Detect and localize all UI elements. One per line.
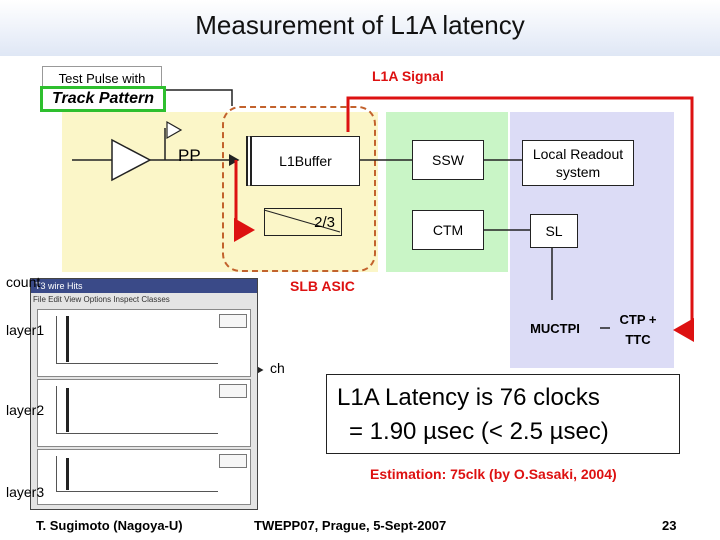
slide-title: Measurement of L1A latency bbox=[195, 10, 525, 40]
l1a-signal-label: L1A Signal bbox=[372, 68, 444, 84]
track-pattern-box: Track Pattern bbox=[40, 86, 166, 112]
layer3-y-axis bbox=[56, 456, 57, 492]
layer1-peak bbox=[66, 316, 69, 362]
local-readout-label: Local Readout system bbox=[532, 146, 624, 180]
layer2-stats-box bbox=[219, 384, 247, 398]
count-label: count bbox=[6, 274, 41, 290]
layer3-stats-box bbox=[219, 454, 247, 468]
test-pulse-label: Test Pulse with bbox=[58, 70, 146, 86]
sl-box: SL bbox=[530, 214, 578, 248]
layer3-label: layer3 bbox=[6, 484, 45, 500]
layer2-panel bbox=[37, 379, 251, 447]
two-thirds-box: 2/3 bbox=[264, 208, 342, 236]
layer3-peak bbox=[66, 458, 69, 490]
ch-label: ch bbox=[270, 360, 285, 376]
latency-result-line1: L1A Latency is 76 clocks bbox=[337, 384, 600, 411]
layer2-y-axis bbox=[56, 386, 57, 434]
layer3-x-axis bbox=[56, 491, 218, 492]
test-pulse-line bbox=[162, 89, 233, 106]
layer1-y-axis bbox=[56, 316, 57, 364]
footer-conference: TWEPP07, Prague, 5-Sept-2007 bbox=[254, 518, 447, 533]
l1a-signal-path bbox=[346, 96, 694, 342]
layer2-label: layer2 bbox=[6, 402, 45, 418]
layer1-label: layer1 bbox=[6, 322, 45, 338]
pp-label: PP bbox=[178, 146, 201, 165]
title-bar bbox=[0, 0, 720, 56]
footer-author: T. Sugimoto (Nagoya-U) bbox=[36, 518, 183, 533]
layer1-x-axis bbox=[56, 363, 218, 364]
histogram-menu: File Edit View Options Inspect Classes bbox=[33, 295, 170, 304]
histogram-window-title: T3 wire Hits bbox=[35, 281, 83, 291]
ssw-box: SSW bbox=[412, 140, 484, 180]
pp-small-triangle bbox=[166, 120, 183, 140]
l1buffer-box: L1Buffer bbox=[246, 136, 360, 186]
l1a-branch-path bbox=[234, 160, 255, 242]
muctpi-label: MUCTPI bbox=[530, 320, 580, 336]
two-thirds-label: 2/3 bbox=[314, 213, 335, 231]
muctpi-box: MUCTPI bbox=[510, 300, 600, 356]
latency-result-box: L1A Latency is 76 clocks = 1.90 µsec (< … bbox=[326, 374, 680, 454]
slb-asic-label: SLB ASIC bbox=[290, 278, 355, 294]
track-pattern-label: Track Pattern bbox=[52, 90, 154, 107]
estimation-note: Estimation: 75clk (by O.Sasaki, 2004) bbox=[370, 466, 617, 482]
layer2-x-axis bbox=[56, 433, 218, 434]
ctp-ttc-box: CTP + TTC bbox=[610, 298, 666, 362]
histogram-window: T3 wire Hits File Edit View Options Insp… bbox=[30, 278, 258, 510]
slb-asic-boundary bbox=[222, 106, 376, 272]
ctm-label: CTM bbox=[432, 222, 464, 238]
amp-triangle bbox=[111, 138, 152, 182]
layer1-panel bbox=[37, 309, 251, 377]
ctm-box: CTM bbox=[412, 210, 484, 250]
two-thirds-diagonal bbox=[263, 209, 341, 233]
histogram-titlebar: T3 wire Hits bbox=[31, 279, 257, 293]
page-number: 23 bbox=[662, 518, 677, 533]
l1buffer-label: L1Buffer bbox=[279, 153, 332, 169]
local-readout-box: Local Readout system bbox=[522, 140, 634, 186]
ctp-ttc-label: CTP + TTC bbox=[619, 312, 657, 347]
ssw-label: SSW bbox=[432, 152, 464, 168]
histogram-menubar: File Edit View Options Inspect Classes bbox=[33, 294, 253, 306]
latency-result-line2: = 1.90 µsec (< 2.5 µsec) bbox=[349, 418, 609, 445]
sl-label: SL bbox=[545, 223, 563, 239]
layer3-panel bbox=[37, 449, 251, 505]
layer2-peak bbox=[66, 388, 69, 432]
layer1-stats-box bbox=[219, 314, 247, 328]
